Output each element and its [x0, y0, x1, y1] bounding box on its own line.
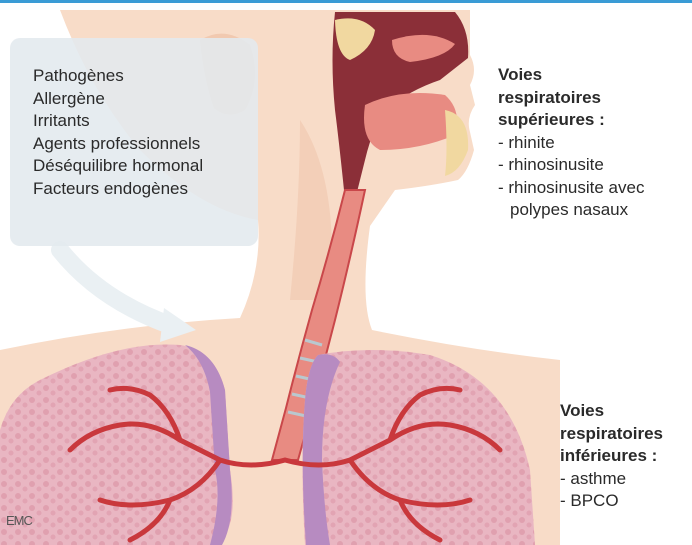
upper-airways-item: polypes nasaux	[498, 199, 644, 222]
lower-airways-item: - BPCO	[560, 490, 663, 513]
emc-logo: EMC	[6, 513, 32, 528]
factor-item: Facteurs endogènes	[33, 178, 203, 201]
arrow-right-icon	[60, 250, 196, 342]
upper-airways-item: - rhinosinusite avec	[498, 177, 644, 200]
factor-list: Pathogènes Allergène Irritants Agents pr…	[33, 65, 203, 201]
lower-airways-label: Voies respiratoires inférieures : - asth…	[560, 400, 663, 513]
upper-airways-heading-line: supérieures :	[498, 109, 644, 132]
upper-airways-heading-line: Voies	[498, 64, 644, 87]
lower-airways-heading-line: respiratoires	[560, 423, 663, 446]
lower-airways-item: - asthme	[560, 468, 663, 491]
upper-airways-item: - rhinosinusite	[498, 154, 644, 177]
factor-item: Déséquilibre hormonal	[33, 155, 203, 178]
upper-airways-label: Voies respiratoires supérieures : - rhin…	[498, 64, 644, 222]
lower-airways-heading-line: Voies	[560, 400, 663, 423]
factor-item: Pathogènes	[33, 65, 203, 88]
upper-airways-item: - rhinite	[498, 132, 644, 155]
upper-airways-heading-line: respiratoires	[498, 87, 644, 110]
factor-item: Agents professionnels	[33, 133, 203, 156]
factor-item: Irritants	[33, 110, 203, 133]
factor-item: Allergène	[33, 88, 203, 111]
lower-airways-heading-line: inférieures :	[560, 445, 663, 468]
